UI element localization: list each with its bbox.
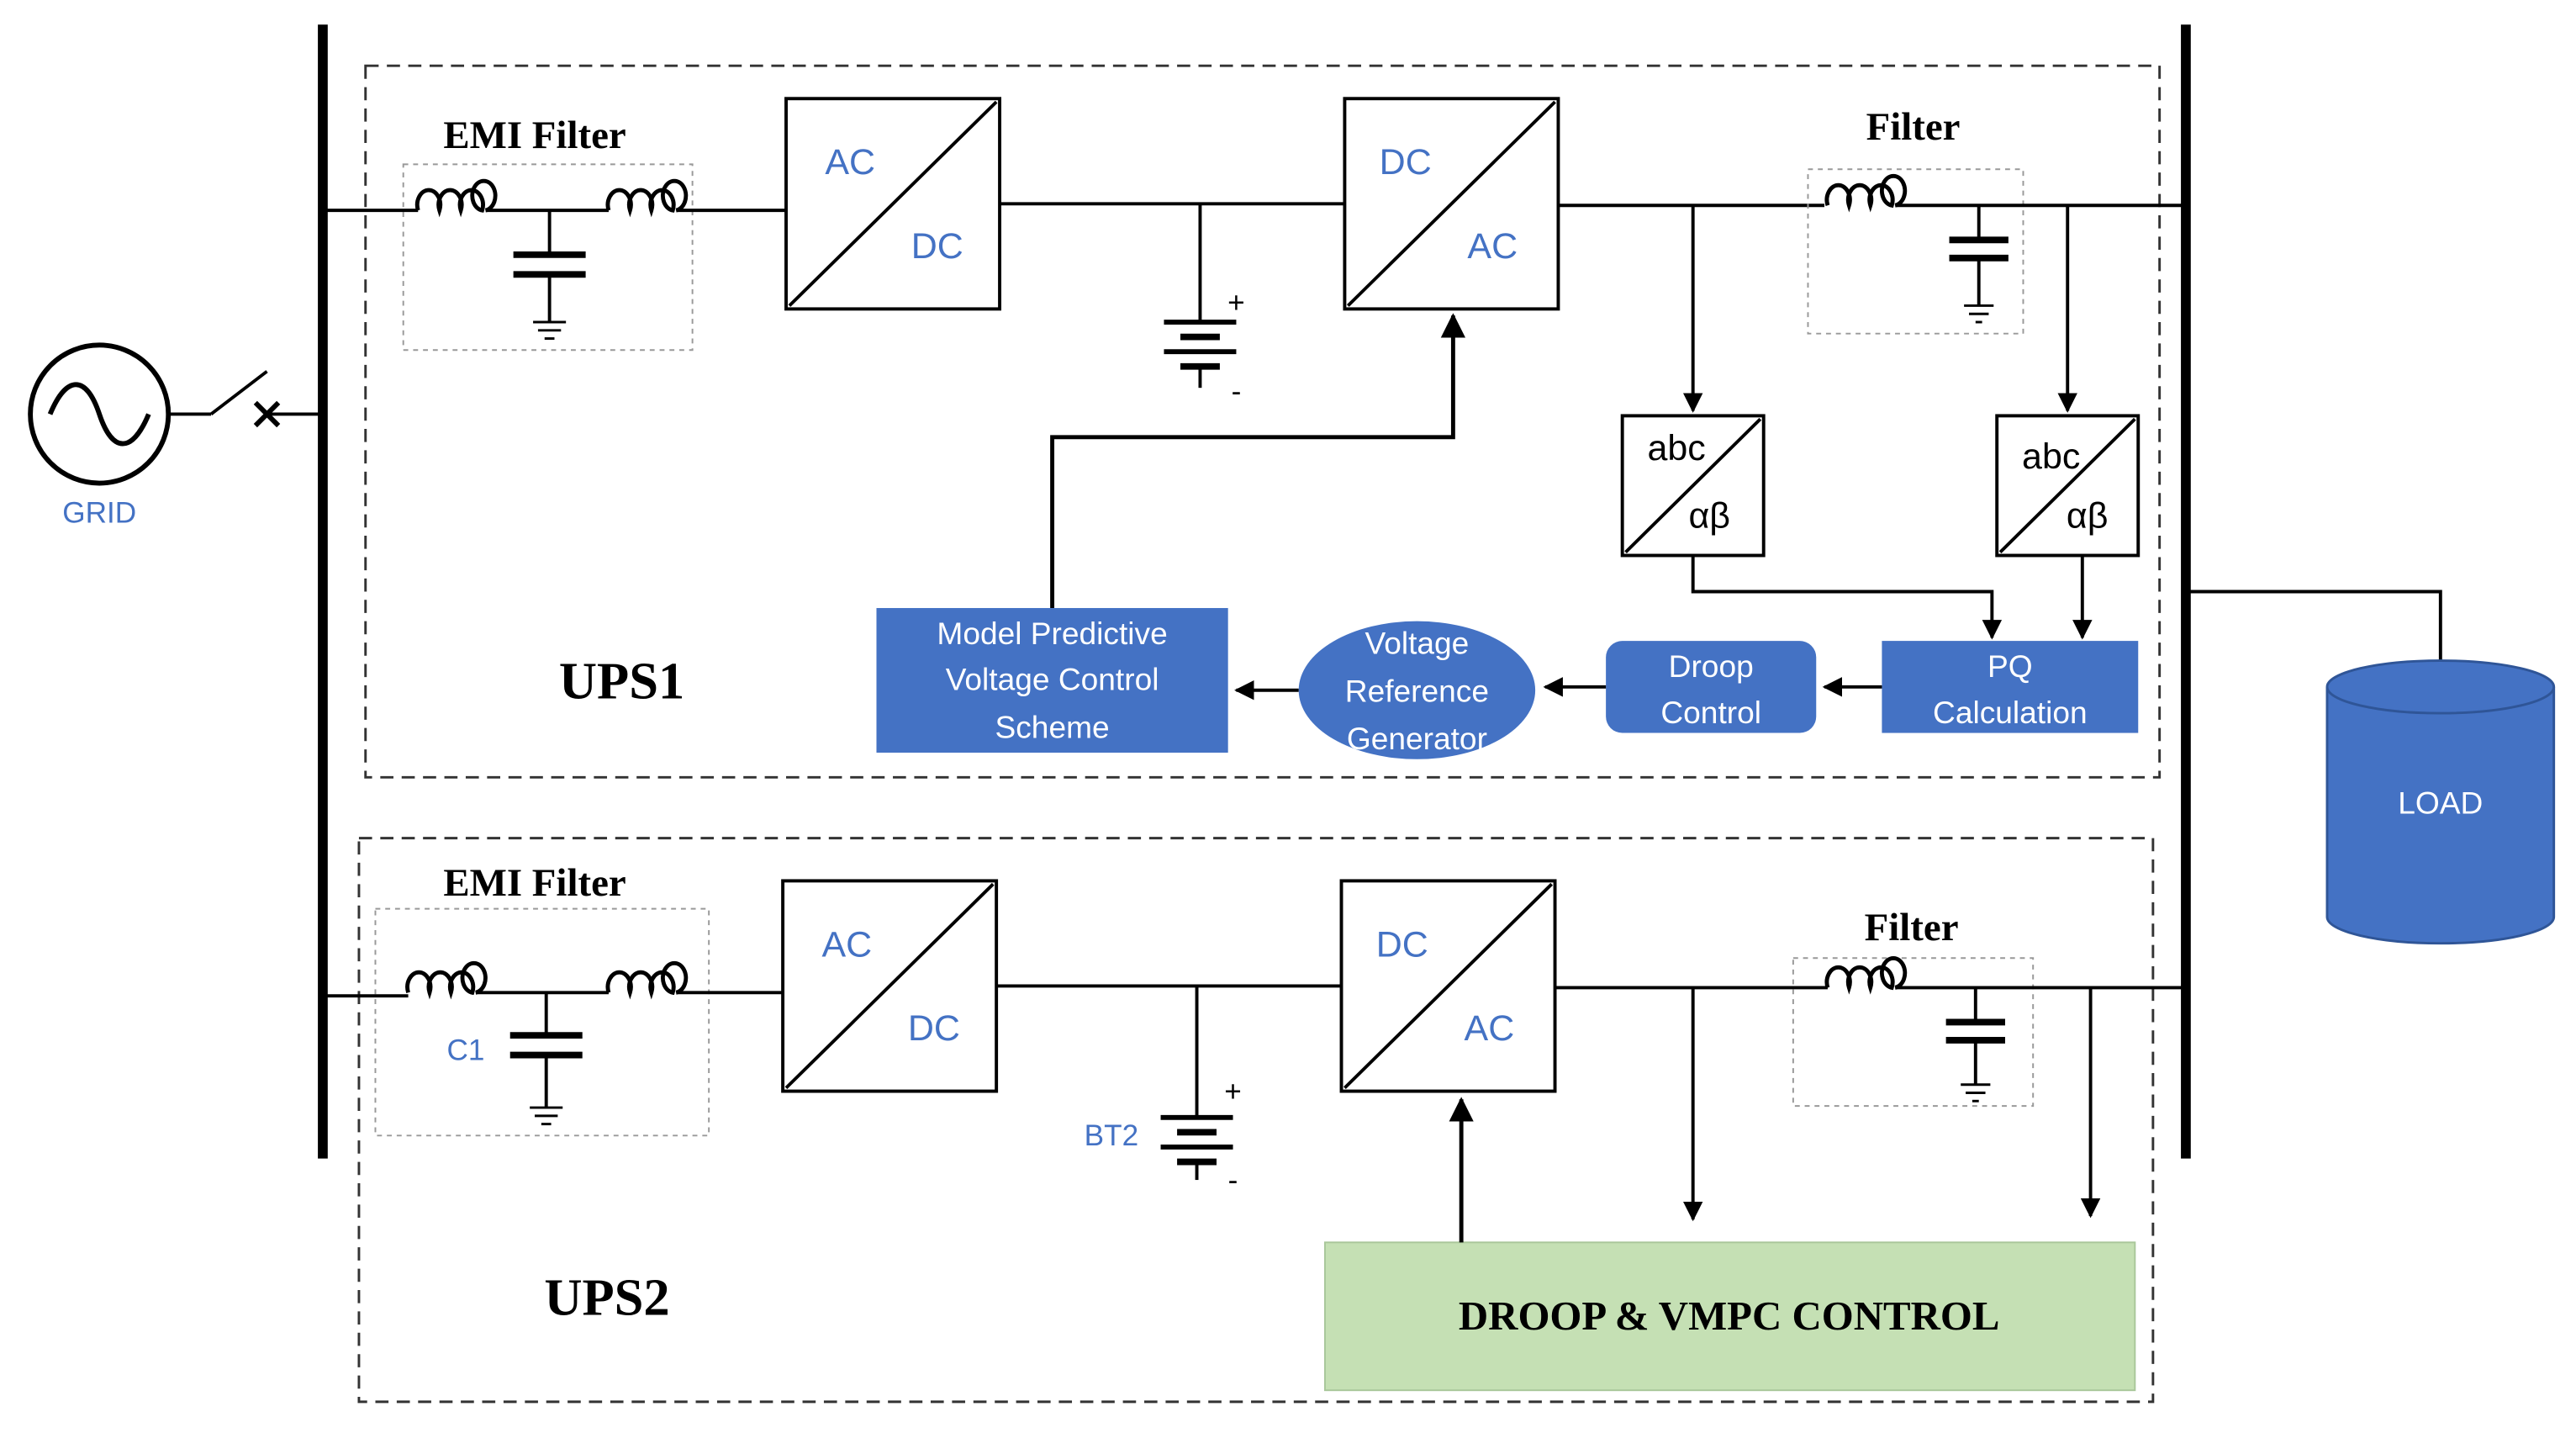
ups2-filter-title: Filter (1865, 906, 1959, 949)
svg-text:AC: AC (1465, 1008, 1515, 1049)
svg-text:-: - (1228, 1164, 1238, 1197)
ups1-filter-inductor-icon (1824, 173, 1908, 213)
ups1-transform-left: abc αβ (1620, 414, 1766, 558)
svg-text:abc: abc (1647, 428, 1705, 468)
ups1-emi-filter-title: EMI Filter (443, 114, 626, 157)
ups1-emi-inductor-2-icon (605, 178, 689, 218)
svg-text:DC: DC (1376, 924, 1428, 965)
ups2-emi-filter-box (374, 907, 710, 1137)
load-label: LOAD (2398, 785, 2483, 820)
svg-text:Control: Control (1660, 695, 1761, 730)
svg-text:-: - (1232, 375, 1242, 408)
ups2: EMI Filter C1 AC DC (322, 861, 2186, 1392)
svg-text:Voltage: Voltage (1365, 626, 1469, 661)
grid-breaker (168, 370, 323, 428)
svg-text:+: + (1227, 286, 1245, 319)
ups2-enclosure (357, 837, 2155, 1404)
svg-text:αβ: αβ (2067, 495, 2109, 536)
ups1-transform-right: abc αβ (1995, 414, 2141, 558)
ups2-battery-label: BT2 (1085, 1119, 1138, 1152)
svg-text:Generator: Generator (1347, 721, 1487, 756)
ups2-filter-inductor-icon (1824, 956, 1908, 995)
svg-text:DC: DC (908, 1008, 960, 1049)
svg-text:AC: AC (821, 924, 872, 965)
load: LOAD (2185, 590, 2556, 945)
switch-icon (209, 370, 268, 415)
ups1: EMI Filter AC DC (322, 97, 2186, 759)
ups1-pq-calculation-block: PQ Calculation (1882, 641, 2139, 733)
ups1-inverter: DC AC (1343, 97, 1560, 311)
ups2-emi-inductor-2-icon (605, 960, 689, 1000)
svg-text:Droop: Droop (1669, 648, 1754, 684)
svg-text:Voltage Control: Voltage Control (946, 662, 1159, 697)
ups2-capacitor-label: C1 (446, 1034, 484, 1066)
svg-text:AC: AC (1467, 226, 1518, 267)
svg-text:Calculation: Calculation (1933, 695, 2088, 730)
svg-text:Scheme: Scheme (995, 709, 1110, 744)
ups2-droop-vmpc-control-block: DROOP & VMPC CONTROL (1323, 1241, 2136, 1392)
ups2-emi-inductor-1-icon (405, 960, 488, 1000)
svg-text:Model Predictive: Model Predictive (937, 616, 1167, 651)
ups1-filter-capacitor-icon (1949, 205, 2009, 324)
ups2-inverter: DC AC (1339, 879, 1557, 1093)
ups2-emi-capacitor-icon (509, 992, 583, 1126)
ups2-battery-icon: + - (1160, 986, 1242, 1197)
svg-text:+: + (1224, 1075, 1242, 1108)
grid-source: GRID (28, 342, 172, 529)
svg-text:DC: DC (911, 226, 963, 267)
load-cylinder-icon (2325, 686, 2556, 945)
svg-text:DROOP & VMPC CONTROL: DROOP & VMPC CONTROL (1459, 1293, 2000, 1339)
svg-text:AC: AC (825, 142, 875, 182)
ups1-emi-capacitor-icon (513, 210, 586, 341)
ups1-mpc-block: Model Predictive Voltage Control Scheme (876, 608, 1228, 753)
ups1-battery-icon: + - (1164, 204, 1245, 408)
svg-text:abc: abc (2022, 436, 2080, 477)
ups2-filter-box (1792, 957, 2035, 1108)
svg-text:DC: DC (1380, 142, 1432, 182)
grid-label: GRID (62, 496, 136, 529)
ups1-filter-box (1807, 168, 2024, 335)
svg-text:αβ: αβ (1688, 495, 1730, 536)
ups1-enclosure (364, 64, 2162, 779)
ups1-voltage-reference-generator: Voltage Reference Generator (1298, 621, 1536, 759)
ups2-title: UPS2 (544, 1267, 669, 1326)
ups1-droop-control-block: Droop Control (1606, 641, 1817, 733)
ups2-emi-filter-title: EMI Filter (443, 861, 626, 905)
ups1-emi-inductor-1-icon (414, 178, 498, 218)
ups1-rectifier: AC DC (784, 97, 1002, 311)
ups1-filter-title: Filter (1866, 105, 1961, 149)
ups2-filter-capacitor-icon (1945, 987, 2005, 1103)
ups1-title: UPS1 (559, 652, 684, 711)
svg-text:PQ: PQ (1987, 648, 2033, 684)
ups2-rectifier: AC DC (781, 879, 999, 1093)
svg-text:Reference: Reference (1345, 673, 1489, 708)
